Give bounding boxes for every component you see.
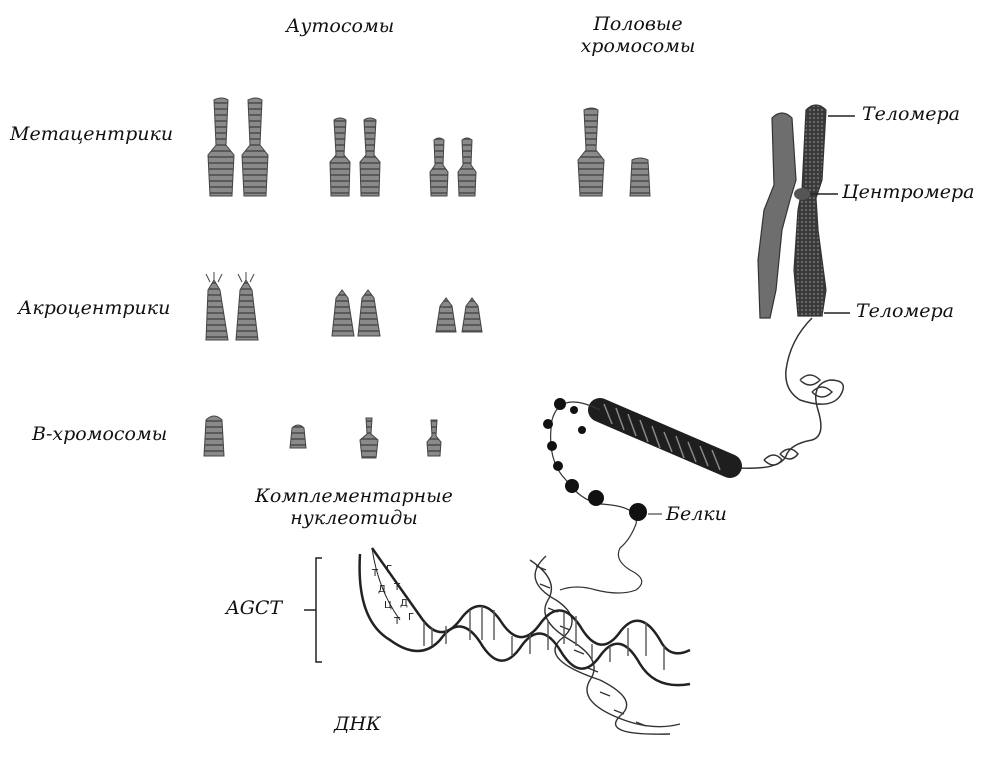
nucleosome [547,441,557,451]
header-sex-chromosomes-line1: Половые [578,14,698,36]
metacentric-row [208,98,650,196]
b-chromosome-1 [204,416,224,456]
row-label-acrocentric: Акроцентрики [18,298,170,320]
svg-text:Т: Т [371,568,379,579]
label-centromere: Центромера [842,182,974,204]
header-autosomes: Аутосомы [286,16,394,38]
acrocentric-pair-2 [332,290,380,336]
svg-text:Г: Г [408,612,414,623]
chromatid-right [794,105,826,316]
large-chromosome [758,105,855,318]
label-agct: AGCT [226,598,282,620]
label-complementary-line1: Комплементарные [254,486,454,508]
sex-chromosome-y [630,158,650,196]
solenoid-coil [600,404,730,470]
metacentric-pair-1 [208,98,268,196]
label-telomere-bottom: Теломера [856,301,954,323]
label-proteins: Белки [666,504,727,526]
acrocentric-row [206,272,482,340]
metacentric-pair-2 [330,118,380,196]
svg-text:Ц: Ц [384,600,392,611]
chromatin-fiber [740,318,843,468]
base-letters: ТГ ДТ ЦД ТГ [371,564,414,627]
nucleosome [588,490,604,506]
label-complementary-line2: нуклеотиды [254,508,454,530]
svg-text:Д: Д [378,584,386,595]
nucleosome [629,503,647,521]
metacentric-pair-3 [430,138,476,196]
svg-text:Д: Д [400,598,408,609]
svg-text:Т: Т [393,582,401,593]
b-chromosome-3 [360,418,378,458]
nucleosome [578,426,586,434]
nucleosome [554,398,566,410]
b-chromosome-2 [290,425,306,448]
label-telomere-top: Теломера [862,104,960,126]
centromere-mark [794,188,810,200]
svg-text:Г: Г [386,564,392,575]
acrocentric-pair-3 [436,298,482,332]
row-label-metacentric: Метацентрики [10,124,173,146]
label-complementary-nucleotides: Комплементарные нуклеотиды [254,486,454,530]
acrocentric-pair-1 [206,272,258,340]
nucleosome [570,406,578,414]
dna-double-helix: ТГ ДТ ЦД ТГ [360,548,690,685]
nucleosome [543,419,553,429]
b-chromosomes-row [204,416,441,458]
label-dna: ДНК [334,714,381,736]
header-sex-chromosomes: Половые хромосомы [578,14,698,58]
header-sex-chromosomes-line2: хромосомы [578,36,698,58]
sex-chromosome-x [578,108,604,196]
agct-bracket [304,558,322,662]
b-chromosome-4 [427,420,441,456]
row-label-b-chromosomes: В-хромосомы [32,424,167,446]
chromatid-left [758,113,796,318]
svg-text:Т: Т [393,616,401,627]
nucleosome [565,479,579,493]
nucleosome [553,461,563,471]
